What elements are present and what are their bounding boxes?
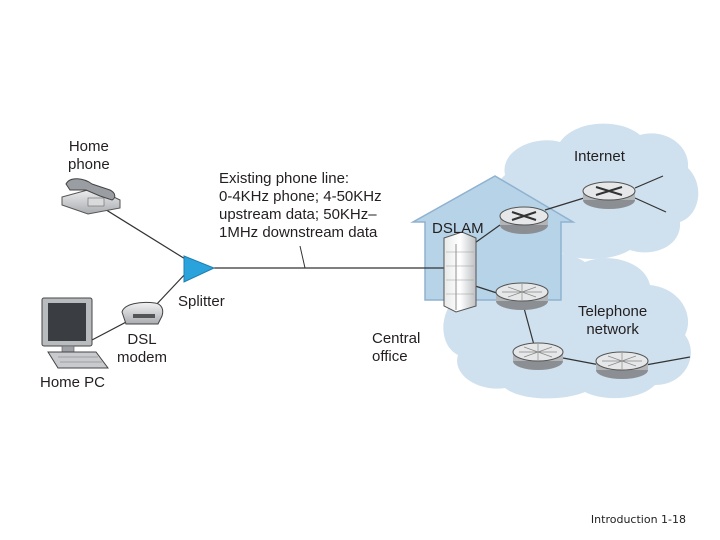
phone-icon [61,178,121,215]
computer-icon [41,297,109,369]
telephone-switch-icon [595,351,649,379]
connection-lines [91,175,691,367]
internet-label: Internet [574,148,625,165]
router-icon [499,206,549,234]
home-phone-label-line: phone [68,156,110,173]
dslam-label: DSLAM [432,220,484,237]
slide-footer: Introduction 1-18 [590,513,686,526]
telephone-switch-icon [512,342,564,370]
home-pc-label: Home PC [40,374,106,391]
home-phone-label: Home phone [68,138,110,174]
home-phone-label-line: Home [68,138,109,155]
central-office-label-line: Central [372,330,421,347]
telephone-network-label: Telephone network [578,303,647,339]
router-icon [582,181,636,209]
dsl-modem-label: DSL modem [117,331,167,367]
phone-line-description: Existing phone line: 0-4KHz phone; 4-50K… [219,170,382,242]
telephone-network-label-line: network [586,321,639,338]
line-desc-line: upstream data; 50KHz– [219,206,377,223]
dsl-modem-icon [121,301,164,325]
line-desc-line: 0-4KHz phone; 4-50KHz [219,188,382,205]
dsl-modem-label-line: DSL [127,331,157,348]
line-desc-line: 1MHz downstream data [219,224,378,241]
central-office-label: Central office [372,330,420,366]
dsl-modem-label-line: modem [117,349,168,366]
telephone-network-label-line: Telephone [578,303,648,320]
telephone-switch-icon [495,282,549,310]
dslam-rack-icon [443,231,477,313]
central-office-label-line: office [372,348,408,365]
splitter-icon [183,255,216,283]
splitter-label: Splitter [178,293,225,310]
line-desc-line: Existing phone line: [219,170,350,187]
